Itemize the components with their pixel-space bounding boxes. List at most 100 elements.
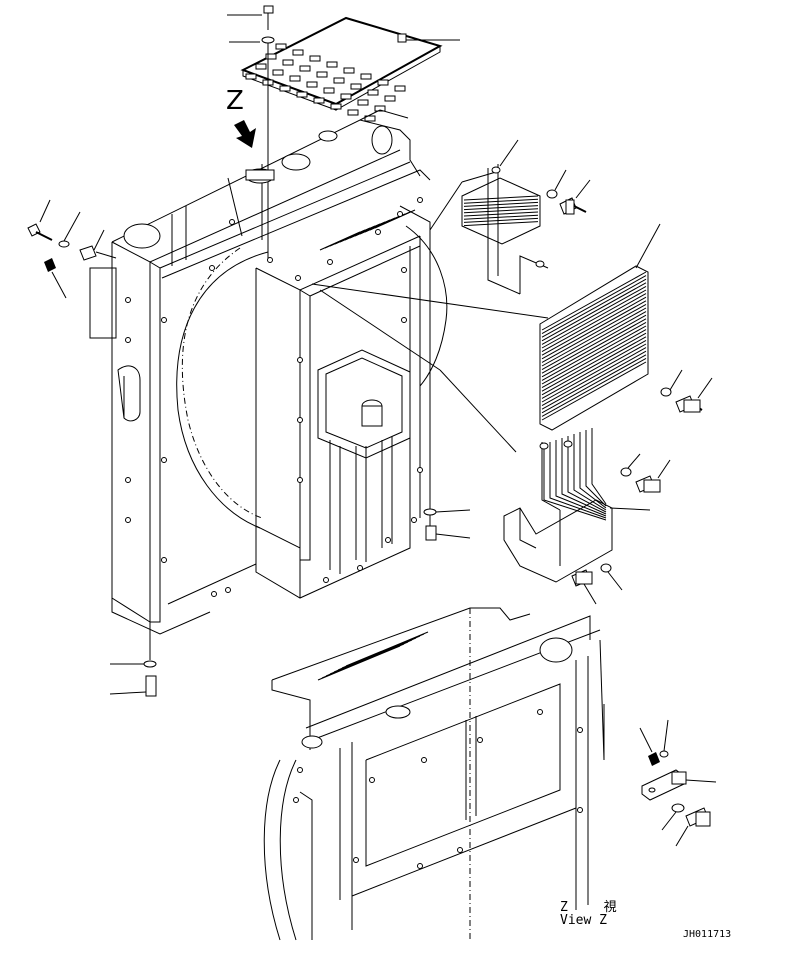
guard-fin — [591, 428, 607, 505]
guard-fin — [579, 432, 607, 509]
cover-slot — [306, 81, 318, 88]
guard-fin — [541, 357, 647, 417]
guard-fin — [541, 336, 647, 396]
frame-bolt — [161, 557, 167, 563]
frame-bolt — [295, 275, 301, 281]
view-z-assembly — [263, 607, 605, 941]
cover-slot — [357, 99, 369, 106]
core-fin — [374, 209, 416, 229]
frame-bolt — [225, 587, 231, 593]
frame-bolt — [297, 767, 303, 773]
z-arrow — [234, 120, 256, 148]
guard-fin — [463, 201, 539, 207]
z-view-marker: Z — [226, 86, 244, 116]
frame-bolt — [397, 211, 403, 217]
frame-bolt — [323, 577, 329, 583]
cover-slot — [289, 75, 301, 82]
guard-fin — [541, 300, 647, 360]
frame-bolt — [297, 477, 303, 483]
cover-slot — [282, 59, 294, 66]
guard-fin — [541, 289, 647, 349]
frame-bolt — [537, 709, 543, 715]
radiator-assembly — [89, 109, 549, 635]
guard-fin — [541, 271, 647, 331]
frame-bolt — [209, 265, 215, 271]
guard-fin — [567, 436, 607, 513]
frame-bolt — [297, 417, 303, 423]
guard-fin — [541, 318, 647, 378]
cover-slot — [272, 69, 284, 76]
guard-fin — [541, 311, 647, 371]
guard-fin — [541, 354, 647, 414]
frame-bolt — [125, 477, 131, 483]
cover-slot — [309, 55, 321, 62]
guard-fin — [463, 214, 539, 220]
cover-slot — [333, 77, 345, 84]
frame-bolt — [401, 267, 407, 273]
cover-slot — [364, 115, 376, 122]
frame-bolt — [421, 757, 427, 763]
frame-bolt — [297, 357, 303, 363]
frame-bolt — [411, 517, 417, 523]
frame-bolt — [125, 297, 131, 303]
frame-bolt — [417, 467, 423, 473]
cover-slot — [350, 83, 362, 90]
right-fasteners — [423, 508, 471, 541]
view-label-en: View Z — [560, 913, 607, 928]
guard-fin — [541, 329, 647, 389]
guard-fin — [573, 434, 607, 511]
guard-fin — [541, 343, 647, 403]
guard-fin — [541, 347, 647, 407]
frame-bolt — [577, 807, 583, 813]
cover-slot — [265, 53, 277, 60]
frame-bolt — [229, 219, 235, 225]
guard-fin — [541, 314, 647, 374]
cover-slot — [245, 73, 257, 80]
frame-bolt — [417, 863, 423, 869]
frame-bolt — [375, 229, 381, 235]
frame-bolt — [417, 197, 423, 203]
guard-fin — [463, 195, 539, 201]
guard-fin — [555, 440, 607, 517]
cover-slot — [340, 93, 352, 100]
guard-fin — [541, 275, 647, 335]
cover-slot — [326, 61, 338, 68]
frame-bolt — [161, 317, 167, 323]
cover-slot — [377, 79, 389, 86]
cover-slot — [296, 91, 308, 98]
frame-bolt — [293, 797, 299, 803]
guard-fin — [541, 332, 647, 392]
drawing-code: JH011713 — [683, 929, 732, 940]
cover-slot — [313, 97, 325, 104]
frame-bolt — [401, 317, 407, 323]
guard-fin — [541, 278, 647, 338]
guard-fin — [463, 217, 539, 223]
cover-slot — [330, 103, 342, 110]
top-fasteners — [227, 5, 460, 260]
frame-bolt — [357, 565, 363, 571]
cover-slot — [316, 71, 328, 78]
guard-fin — [549, 442, 607, 519]
top-cover-plate — [240, 16, 443, 122]
frame-bolt — [457, 847, 463, 853]
guard-fin — [463, 208, 539, 214]
guard-fin — [541, 303, 647, 363]
frame-bolt — [477, 737, 483, 743]
guard-fin — [463, 211, 539, 217]
guard-fin — [543, 444, 607, 521]
cover-slot — [374, 105, 386, 112]
cover-slot — [384, 95, 396, 102]
lower-fin-guard — [503, 428, 671, 605]
guard-fin — [541, 361, 647, 421]
frame-bolt — [125, 337, 131, 343]
cover-slot — [394, 85, 406, 92]
frame-bolt — [385, 537, 391, 543]
guard-fin — [463, 221, 539, 227]
view-label-jp: Z 視 — [560, 900, 631, 915]
cover-slot — [360, 73, 372, 80]
guard-fin — [541, 325, 647, 385]
cover-slot — [323, 87, 335, 94]
frame-bolt — [125, 517, 131, 523]
cover-slot — [299, 65, 311, 72]
